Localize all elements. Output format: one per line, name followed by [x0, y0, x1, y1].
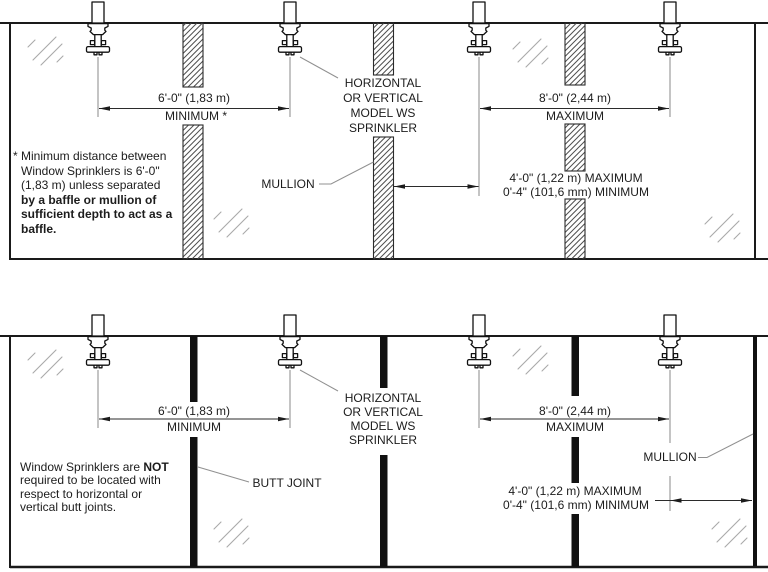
- bottom-dimension-6ft: [99, 416, 289, 422]
- bottom-sprinkler-model-label: HORIZONTAL OR VERTICAL MODEL WS SPRINKLE…: [343, 391, 423, 447]
- sprinkler-label-leader: [299, 56, 339, 79]
- butt-joint-bar: [380, 336, 388, 567]
- bottom-dim-6ft-qualifier: MINIMUM: [167, 420, 221, 434]
- sprinkler-icon: [657, 1, 683, 56]
- bottom-diagram-butt-joint-layout: [0, 314, 768, 569]
- bottom-mullion-label: MULLION: [643, 450, 697, 464]
- top-minimum-distance-note: * Minimum distance between Window Sprink…: [13, 149, 173, 236]
- glass-symbol-icon: [213, 518, 250, 548]
- sprinkler-icon: [466, 1, 492, 56]
- top-sprinkler-model-label: HORIZONTAL OR VERTICAL MODEL WS SPRINKLE…: [343, 76, 423, 135]
- top-dim-4ft-line1: 4'-0" (1,22 m) MAXIMUM: [509, 171, 643, 185]
- mullion-hatched-bar: [564, 22, 586, 260]
- glass-symbol-icon: [512, 345, 549, 375]
- sprinkler-icon: [85, 1, 111, 56]
- sprinkler-icon: [85, 314, 111, 369]
- top-dim-8ft-value: 8'-0" (2,44 m): [539, 91, 611, 105]
- glass-symbol-icon: [213, 208, 250, 238]
- top-dimension-6ft: [99, 106, 289, 111]
- glass-symbol-icon: [512, 38, 549, 68]
- bottom-dim-8ft-value: 8'-0" (2,44 m): [539, 404, 611, 418]
- top-dim-8ft-qualifier: MAXIMUM: [546, 109, 604, 123]
- bottom-dimension-8ft: [480, 416, 669, 422]
- top-dimension-4ft: [394, 184, 479, 189]
- mullion-label-leader: [319, 161, 374, 185]
- butt-joint-bar: [190, 336, 198, 567]
- top-dim-4ft-line2: 0'-4" (101,6 mm) MINIMUM: [503, 185, 649, 199]
- top-dim-6ft-value: 6'-0" (1,83 m): [158, 91, 230, 105]
- sprinkler-icon: [277, 1, 303, 56]
- bottom-dim-4ft-line2: 0'-4" (101,6 mm) MINIMUM: [503, 498, 649, 512]
- bottom-butt-joint-note: Window Sprinklers are NOT required to be…: [20, 460, 169, 515]
- bottom-dim-4ft-line1: 4'-0" (1,22 m) MAXIMUM: [508, 484, 642, 498]
- sprinkler-label-leader: [299, 369, 339, 392]
- glass-symbol-icon: [711, 518, 748, 548]
- mullion-hatched-bar: [372, 22, 395, 260]
- butt-joint-label: BUTT JOINT: [252, 476, 322, 490]
- mullion-solid-bar: [753, 336, 757, 567]
- top-diagram-mullion-layout: [0, 1, 768, 260]
- glass-symbol-icon: [704, 213, 741, 243]
- bottom-dim-6ft-value: 6'-0" (1,83 m): [158, 404, 230, 418]
- bottom-dimension-4ft: [655, 498, 752, 503]
- mullion-label-leader: [698, 433, 754, 458]
- mullion-hatched-bar: [182, 22, 204, 260]
- sprinkler-icon: [657, 314, 683, 369]
- glass-symbol-icon: [27, 349, 64, 379]
- sprinkler-icon: [466, 314, 492, 369]
- butt-joint-bar: [571, 336, 579, 567]
- top-mullion-label: MULLION: [261, 177, 315, 191]
- top-dim-6ft-qualifier: MINIMUM *: [165, 109, 227, 123]
- sprinkler-icon: [277, 314, 303, 369]
- glass-symbol-icon: [27, 36, 64, 66]
- bottom-dim-8ft-qualifier: MAXIMUM: [546, 420, 604, 434]
- top-dimension-8ft: [480, 106, 669, 111]
- butt-joint-label-leader: [197, 466, 250, 483]
